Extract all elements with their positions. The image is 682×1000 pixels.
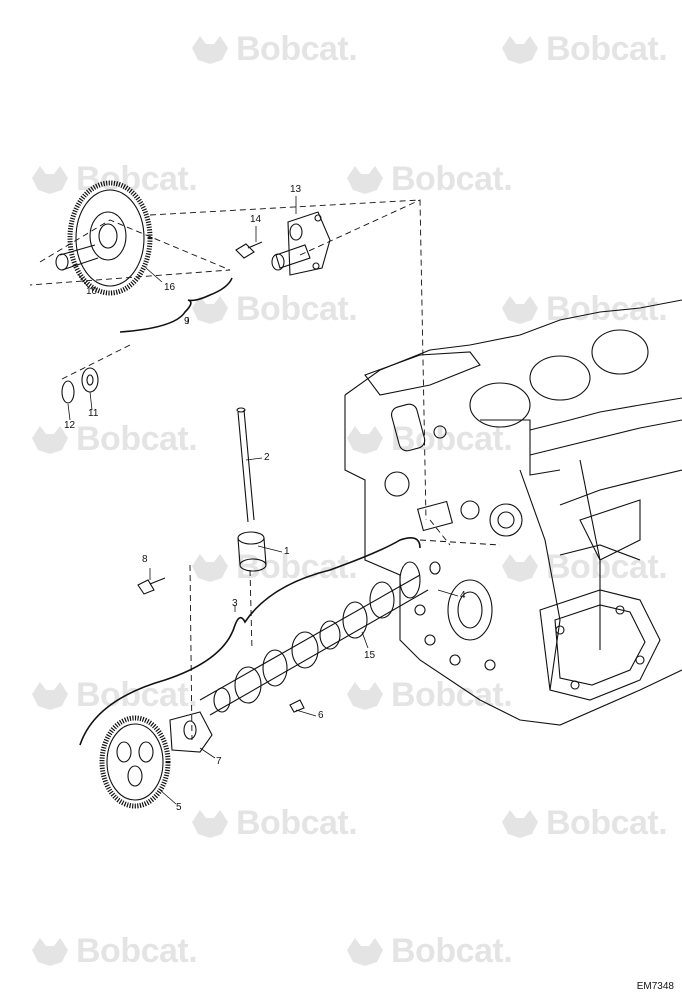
bobcat-logo-icon	[347, 937, 383, 966]
circlip-and-washer	[61, 367, 99, 404]
callout-13: 13	[290, 184, 302, 195]
watermark-text: Bobcat.	[76, 676, 198, 714]
bobcat-logo-icon	[502, 35, 538, 64]
watermark: Bobcat.	[190, 548, 358, 587]
idler-shaft-bracket	[271, 211, 331, 276]
watermark-text: Bobcat.	[546, 30, 668, 68]
bolt-14	[235, 241, 263, 259]
bobcat-logo-icon	[192, 295, 228, 324]
cam-gear	[99, 715, 171, 809]
bobcat-logo-icon	[32, 165, 68, 194]
bobcat-logo-icon	[192, 809, 228, 838]
watermark-text: Bobcat.	[546, 548, 668, 586]
leader-lines	[67, 196, 459, 805]
bobcat-logo-icon	[32, 937, 68, 966]
watermark: Bobcat.	[190, 30, 358, 69]
callout-10: 10	[86, 286, 98, 297]
thrust-plate	[169, 711, 213, 753]
watermark-text: Bobcat.	[236, 290, 358, 328]
group-bracket-3	[79, 537, 421, 746]
bobcat-logo-icon	[32, 681, 68, 710]
watermark: Bobcat.	[500, 290, 668, 329]
watermark: Bobcat.	[190, 804, 358, 843]
bobcat-logo-icon	[32, 425, 68, 454]
callout-6: 6	[318, 710, 324, 721]
callout-9: 9	[184, 316, 190, 327]
camshaft	[199, 561, 441, 716]
watermark-text: Bobcat.	[546, 804, 668, 842]
callout-7: 7	[216, 756, 222, 767]
engine-block	[344, 299, 682, 726]
watermark: Bobcat.	[500, 30, 668, 69]
callout-8: 8	[142, 554, 148, 565]
watermark: Bobcat.	[500, 804, 668, 843]
watermark-text: Bobcat.	[236, 30, 358, 68]
bolt-8	[137, 577, 166, 595]
watermark-text: Bobcat.	[546, 290, 668, 328]
watermark: Bobcat.	[190, 290, 358, 329]
bobcat-logo-icon	[502, 295, 538, 324]
watermark-text: Bobcat.	[391, 160, 513, 198]
callout-16: 16	[164, 282, 176, 293]
idler-gear	[55, 180, 153, 296]
watermark-text: Bobcat.	[76, 932, 198, 970]
bobcat-logo-icon	[347, 425, 383, 454]
callout-3: 3	[232, 598, 238, 609]
watermark-text: Bobcat.	[391, 932, 513, 970]
watermark-text: Bobcat.	[76, 160, 198, 198]
bobcat-logo-icon	[502, 553, 538, 582]
alignment-lines	[29, 199, 501, 741]
callout-15: 15	[364, 650, 376, 661]
watermark: Bobcat.	[30, 676, 198, 715]
bobcat-logo-icon	[192, 553, 228, 582]
watermark: Bobcat.	[345, 932, 513, 971]
watermark: Bobcat.	[30, 932, 198, 971]
push-rod	[236, 407, 267, 572]
watermark: Bobcat.	[500, 548, 668, 587]
group-bracket-9	[119, 277, 233, 333]
callout-11: 11	[88, 408, 99, 419]
callout-2: 2	[264, 452, 270, 463]
watermark: Bobcat.	[30, 160, 198, 199]
bobcat-logo-icon	[347, 165, 383, 194]
callout-14: 14	[250, 214, 262, 225]
bobcat-logo-icon	[502, 809, 538, 838]
callout-5: 5	[176, 802, 182, 813]
bobcat-logo-icon	[192, 35, 228, 64]
watermark: Bobcat.	[345, 676, 513, 715]
watermark-text: Bobcat.	[76, 420, 198, 458]
watermark-text: Bobcat.	[236, 804, 358, 842]
callout-12: 12	[64, 420, 76, 431]
bobcat-logo-icon	[347, 681, 383, 710]
callout-1: 1	[284, 546, 290, 557]
callout-4: 4	[460, 590, 466, 601]
drawing-code: EM7348	[636, 981, 674, 992]
watermark: Bobcat.	[345, 160, 513, 199]
watermark: Bobcat.	[30, 420, 198, 459]
watermark-text: Bobcat.	[391, 676, 513, 714]
